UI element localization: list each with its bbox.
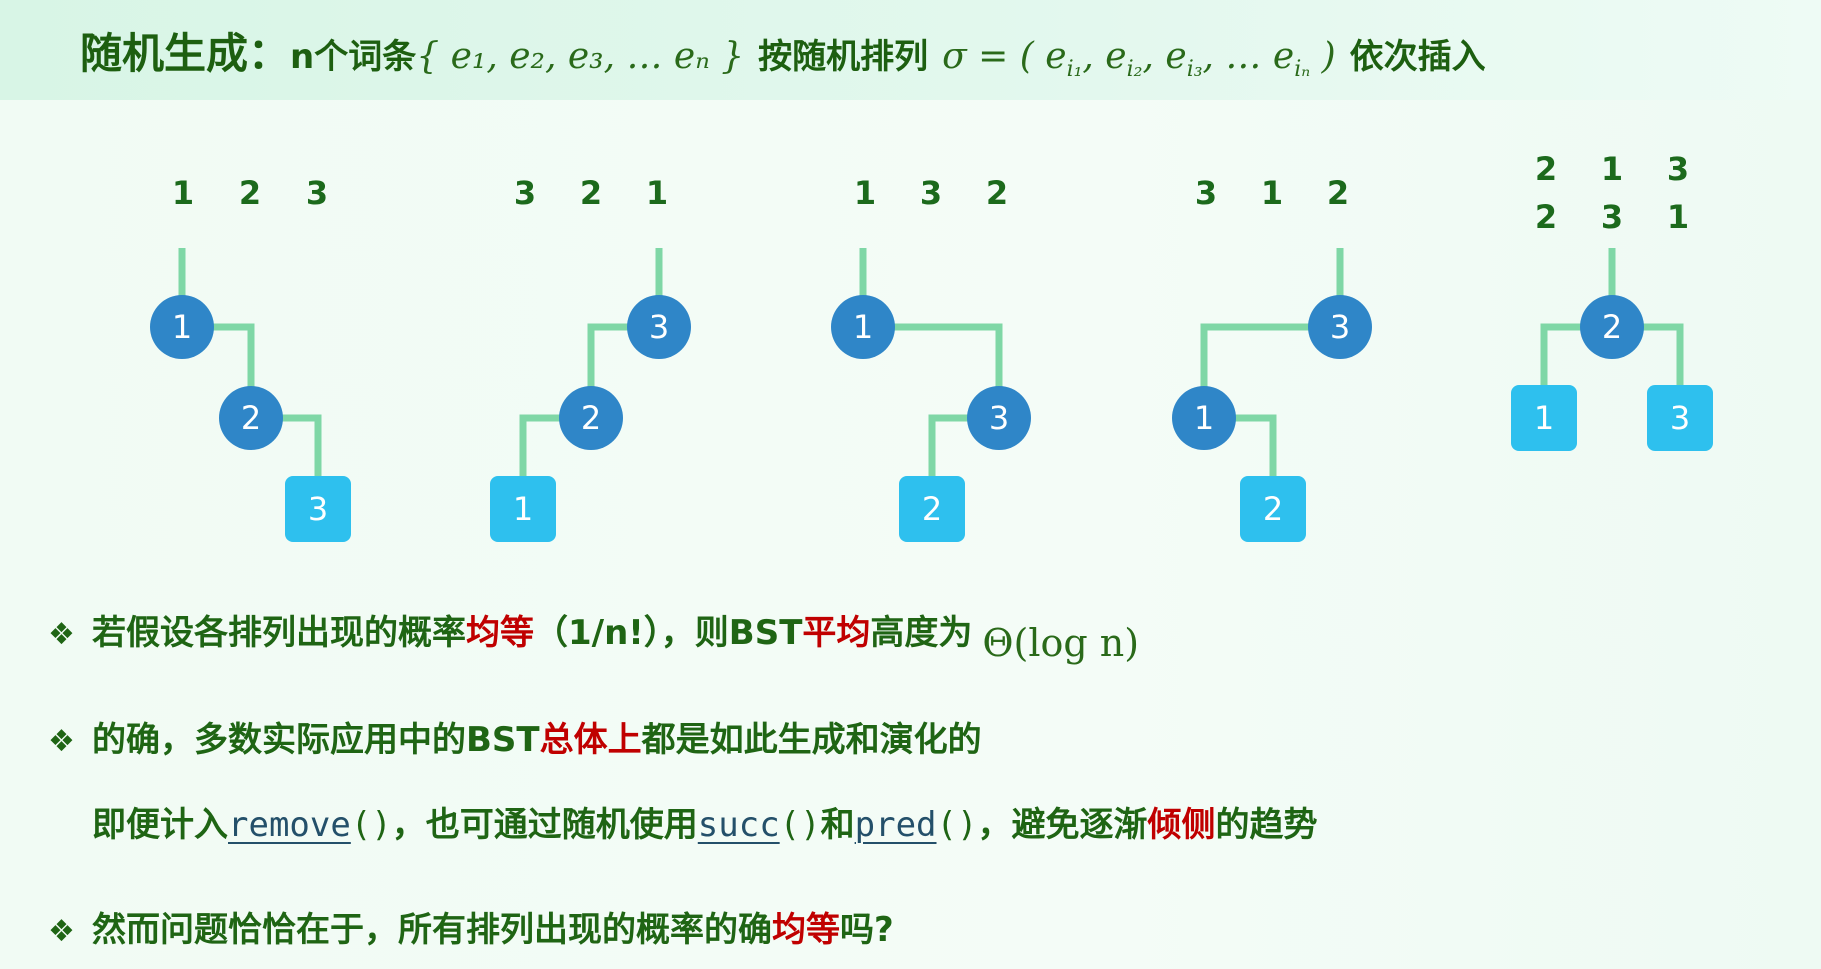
order-label: 1 — [1261, 174, 1283, 212]
node-1 — [150, 295, 214, 359]
tree-5: 2 1 3 2 3 1 2 1 3 — [1511, 150, 1713, 451]
svg-text:1: 1 — [1534, 399, 1554, 437]
svg-text:2: 2 — [1263, 490, 1283, 528]
code-pred: pred — [854, 805, 937, 845]
order-label: 2 — [1535, 198, 1557, 236]
bullet-practical-bst: ❖的确，多数实际应用中的BST总体上都是如此生成和演化的 — [48, 720, 982, 760]
order-label: 1 — [1601, 150, 1623, 188]
node-3 — [1308, 295, 1372, 359]
order-label: 1 — [646, 174, 668, 212]
svg-text:2: 2 — [1602, 308, 1622, 346]
leaf-2 — [1240, 476, 1306, 542]
leaf-2 — [899, 476, 965, 542]
title-lead: 随机生成： — [80, 29, 291, 78]
svg-text:1: 1 — [172, 308, 192, 346]
order-label: 3 — [1601, 198, 1623, 236]
order-label: 3 — [514, 174, 536, 212]
tree-3: 1 3 2 1 3 2 — [831, 174, 1031, 542]
svg-text:1: 1 — [853, 308, 873, 346]
bst-diagrams: 1 2 3 1 2 3 3 2 1 3 2 1 1 3 2 1 3 2 3 1 … — [150, 150, 1713, 542]
order-label: 3 — [306, 174, 328, 212]
diamond-bullet-icon: ❖ — [48, 914, 75, 949]
svg-text:1: 1 — [513, 490, 533, 528]
code-remove: remove — [228, 805, 351, 845]
node-1 — [1172, 386, 1236, 450]
tree-2: 3 2 1 3 2 1 — [490, 174, 691, 542]
title-random-perm: 按随机排列 — [758, 37, 929, 77]
tree-4: 3 1 2 3 1 2 — [1172, 174, 1372, 542]
node-2 — [1580, 295, 1644, 359]
order-label: 1 — [854, 174, 876, 212]
slide-header: 随机生成：n个词条{ e₁, e₂, e₃, … eₙ } 按随机排列 σ = ( … — [0, 0, 1821, 100]
svg-text:2: 2 — [241, 399, 261, 437]
svg-text:2: 2 — [922, 490, 942, 528]
order-label: 2 — [1327, 174, 1349, 212]
order-label: 2 — [239, 174, 261, 212]
leaf-3 — [1647, 385, 1713, 451]
leaf-1 — [490, 476, 556, 542]
perm-expression: σ = ( ei₁, ei₂, ei₃, … eiₙ ) — [942, 36, 1336, 83]
order-label: 3 — [1667, 150, 1689, 188]
order-label: 3 — [1195, 174, 1217, 212]
order-label: 2 — [580, 174, 602, 212]
svg-text:1: 1 — [1194, 399, 1214, 437]
svg-text:2: 2 — [581, 399, 601, 437]
slide-title: 随机生成：n个词条{ e₁, e₂, e₃, … eₙ } 按随机排列 σ = ( … — [80, 20, 1486, 82]
node-3 — [627, 295, 691, 359]
title-insert-in-order: 依次插入 — [1349, 37, 1486, 77]
leaf-1 — [1511, 385, 1577, 451]
diamond-bullet-icon: ❖ — [48, 724, 75, 759]
svg-text:3: 3 — [1330, 308, 1350, 346]
set-expression: { e₁, e₂, e₃, … eₙ } — [416, 36, 745, 77]
bullet-remove-note: 即便计入remove()，也可通过随机使用succ()和pred()，避免逐渐倾… — [92, 805, 1318, 845]
tree-1: 1 2 3 1 2 3 — [150, 174, 351, 542]
order-label: 2 — [1535, 150, 1557, 188]
order-label: 1 — [172, 174, 194, 212]
node-2 — [219, 386, 283, 450]
svg-text:3: 3 — [308, 490, 328, 528]
order-label: 2 — [986, 174, 1008, 212]
node-3 — [967, 386, 1031, 450]
diamond-bullet-icon: ❖ — [48, 617, 75, 652]
code-succ: succ — [697, 805, 780, 845]
order-label: 3 — [920, 174, 942, 212]
node-1 — [831, 295, 895, 359]
bullet-question: ❖然而问题恰恰在于，所有排列出现的概率的确均等吗? — [48, 910, 894, 950]
title-n-entries: n个词条 — [290, 37, 417, 77]
svg-text:3: 3 — [649, 308, 669, 346]
svg-text:3: 3 — [989, 399, 1009, 437]
order-label: 1 — [1667, 198, 1689, 236]
node-2 — [559, 386, 623, 450]
leaf-3 — [285, 476, 351, 542]
svg-text:3: 3 — [1670, 399, 1690, 437]
theta-log-n: Θ(log n) — [982, 621, 1140, 665]
